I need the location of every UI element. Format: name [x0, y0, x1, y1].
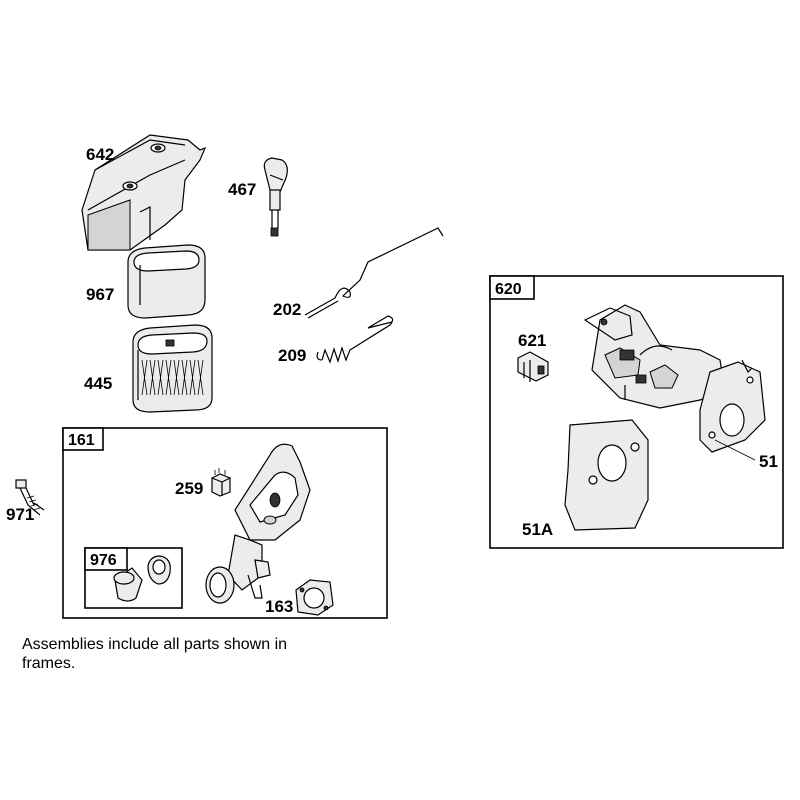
air-cleaner-cover-642 — [81, 134, 207, 251]
label-467: 467 — [228, 180, 256, 199]
gasket-163 — [295, 579, 334, 616]
label-971: 971 — [6, 505, 34, 524]
governor-spring-209 — [316, 315, 394, 364]
label-259: 259 — [175, 479, 203, 498]
label-202: 202 — [273, 300, 301, 319]
frame-label-161: 161 — [68, 432, 95, 449]
gasket-51 — [699, 359, 766, 453]
plate-51A — [564, 419, 649, 531]
governor-link-202 — [304, 227, 444, 319]
fitting-259 — [211, 468, 231, 497]
label-209: 209 — [278, 346, 306, 365]
frame-976 — [84, 547, 183, 609]
label-51: 51 — [759, 452, 778, 471]
frame-label-976: 976 — [90, 552, 117, 569]
stud-971 — [15, 479, 45, 516]
label-51A: 51A — [522, 520, 553, 539]
label-967: 967 — [86, 285, 114, 304]
control-bracket-620 — [583, 304, 726, 409]
label-163: 163 — [265, 597, 293, 616]
label-621: 621 — [518, 331, 546, 350]
air-cleaner-base-161 — [205, 443, 311, 604]
frame-label-620: 620 — [495, 281, 522, 298]
frame-161 — [62, 427, 388, 619]
air-filter-445 — [132, 324, 213, 413]
label-642: 642 — [86, 145, 114, 164]
label-445: 445 — [84, 374, 112, 393]
dipstick-467 — [263, 157, 288, 237]
frame-620 — [489, 275, 784, 549]
clip-621 — [517, 351, 549, 382]
leader-line-51 — [714, 439, 756, 461]
pre-cleaner-967 — [127, 244, 206, 319]
elbow-976 — [113, 555, 171, 602]
assembly-note: Assemblies include all parts shown in fr… — [22, 636, 288, 672]
